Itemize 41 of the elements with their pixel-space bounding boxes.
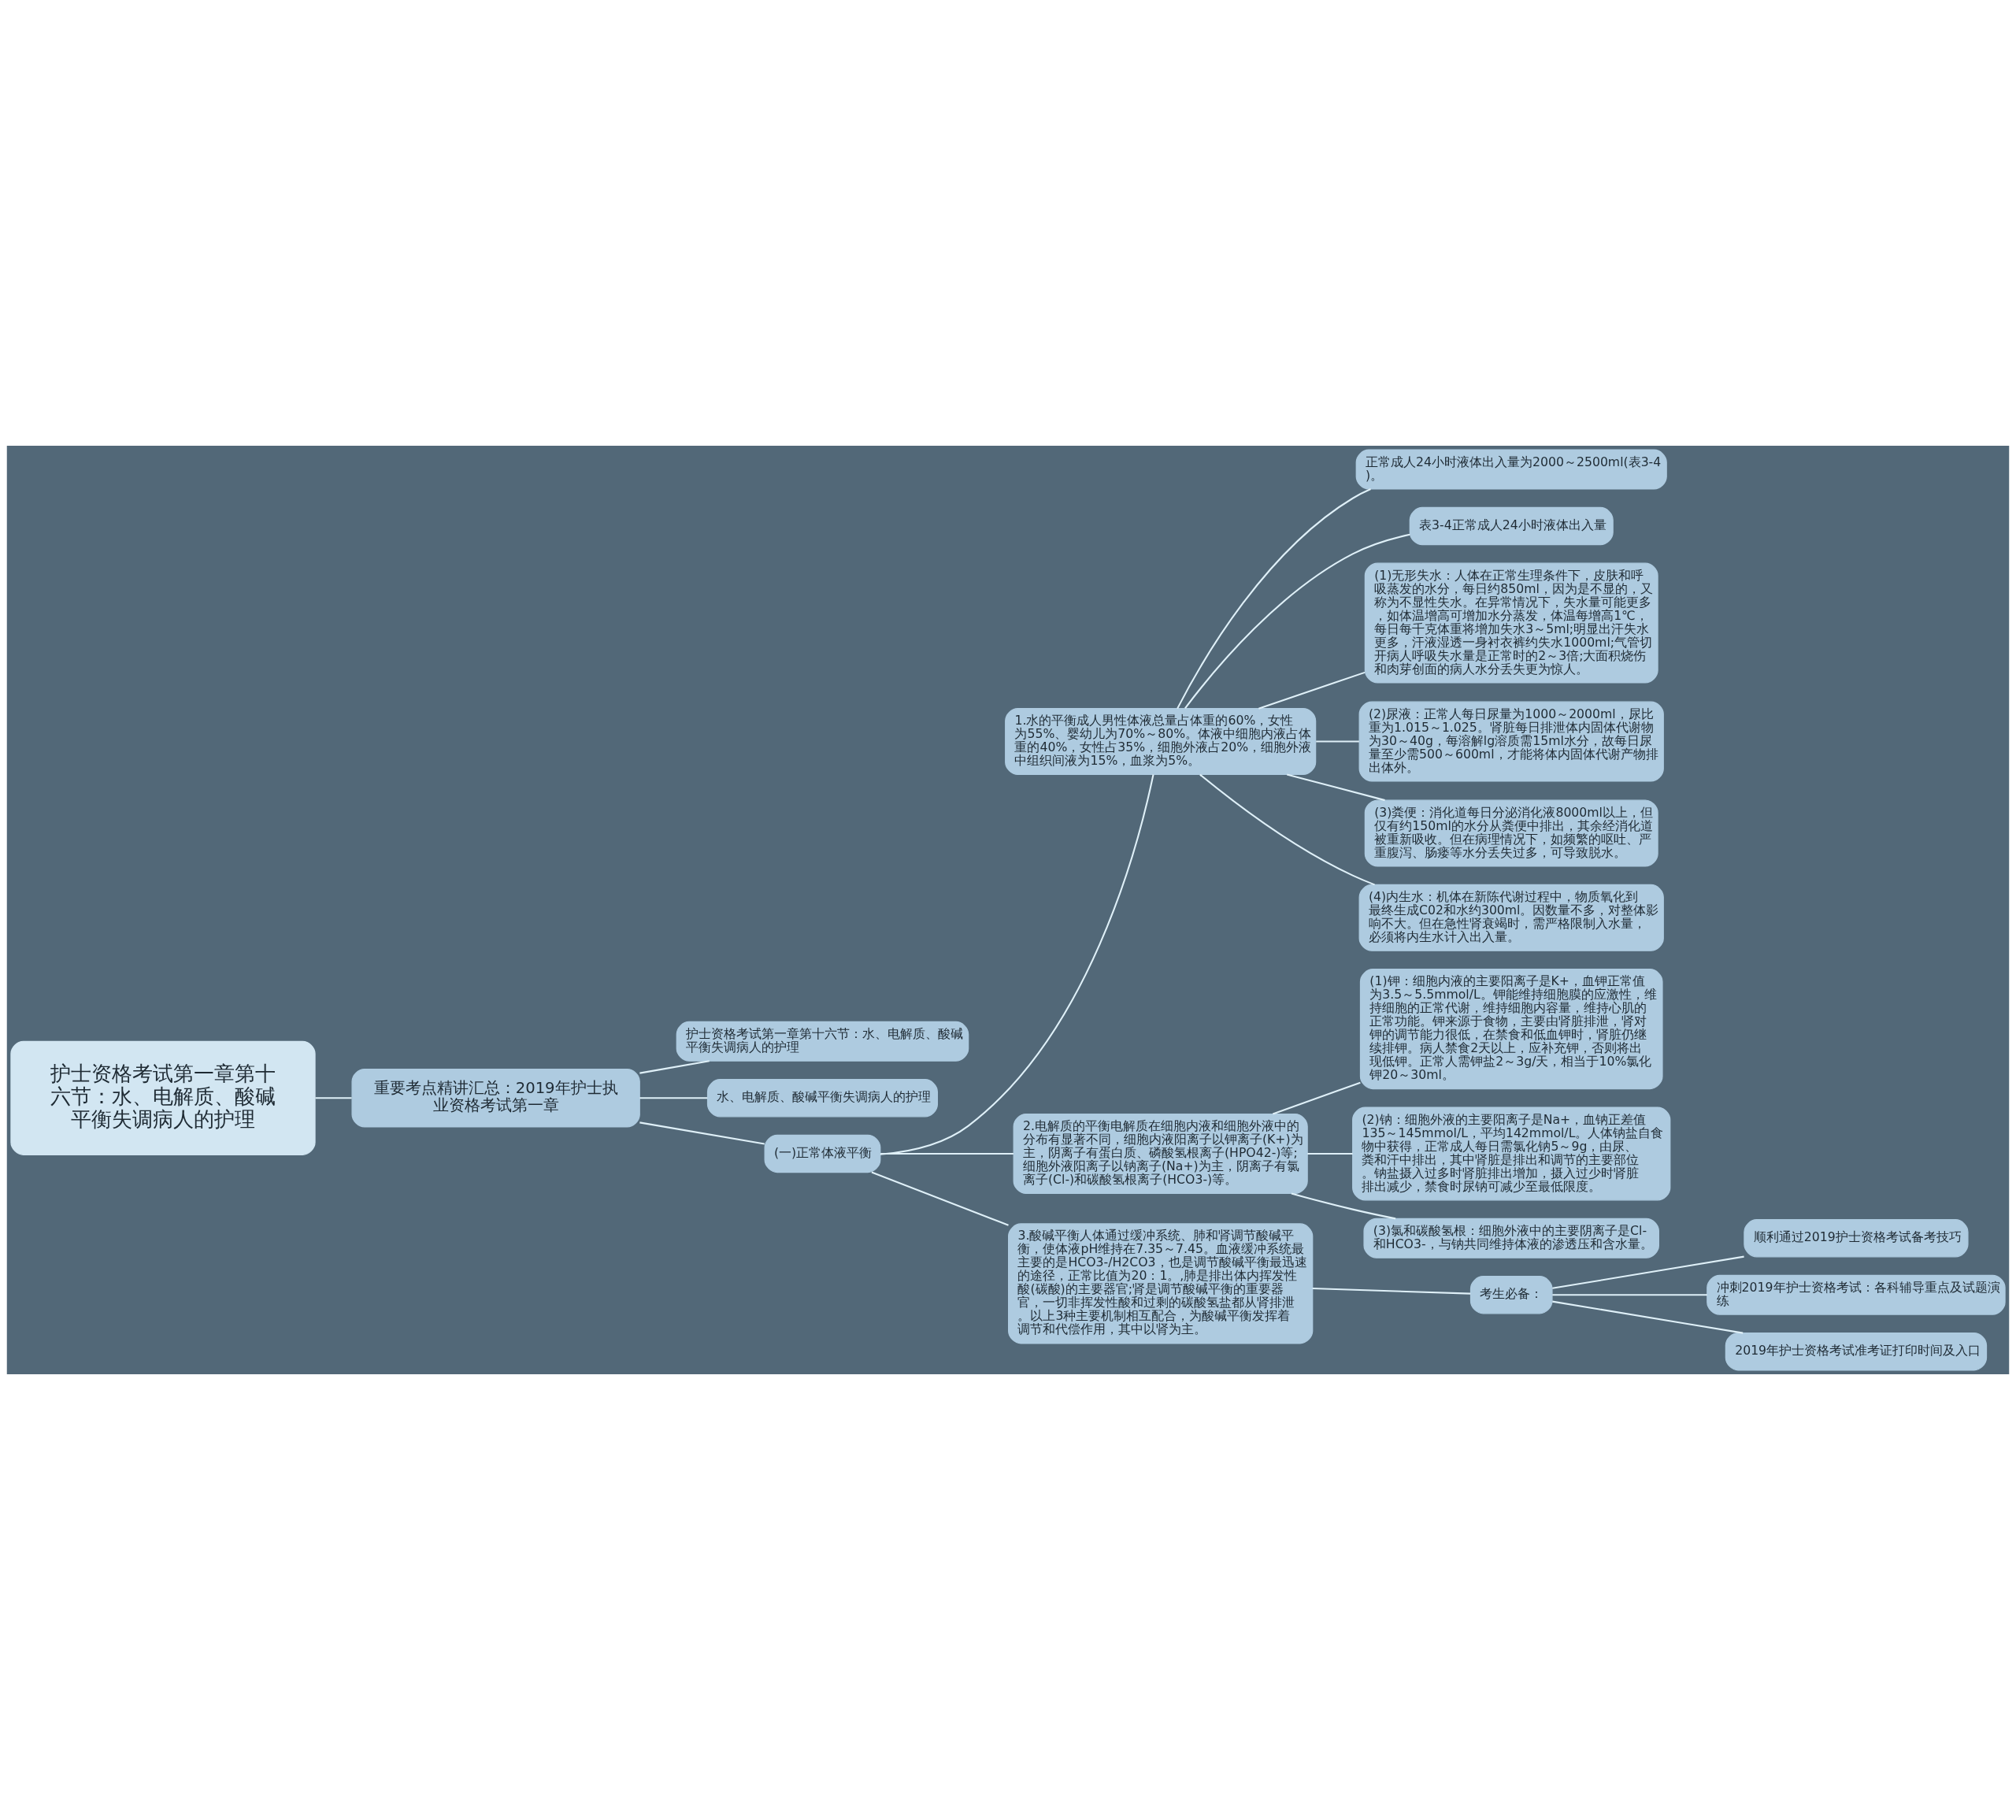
- node-box: 护士资格考试第一章第十六节：水、电解质、酸碱平衡失调病人的护理: [10, 1040, 316, 1155]
- connector: [1184, 533, 1410, 709]
- node-box: 2.电解质的平衡电解质在细胞内液和细胞外液中的分布有显著不同，细胞内液阳离子以钾离子(K+)为主，阴离子有蛋白质、磷酸氢根离子(HPO42-)等;细胞外液阳离子以钠离子(Na+)为主，阴离子有氯离子(Cl-)和碳酸氢根离子(HCO3-)等。: [1013, 1113, 1308, 1194]
- connector: [871, 1171, 1009, 1226]
- connector: [1307, 1152, 1353, 1155]
- node-box: (3)氯和碳酸氢根：细胞外液中的主要阴离子是Cl-和HCO3-，与钠共同维持体液的渗透压和含水量。: [1363, 1218, 1659, 1258]
- connector: [1552, 1300, 1744, 1334]
- node-box: (一)正常体液平衡: [764, 1134, 881, 1173]
- connector: [1273, 1081, 1361, 1115]
- connector: [1287, 773, 1385, 802]
- node-box: 正常成人24小时液体出入量为2000～2500ml(表3-4)。: [1355, 449, 1667, 490]
- connector: [639, 1097, 708, 1099]
- node-box: (1)钾：细胞内液的主要阳离子是K+，血钾正常值为3.5～5.5mmol/L。钾能维持细胞膜的应激性，维持细胞的正常代谢，维持细胞内容量，维持心肌的正常功能。钾来源于食物，主要由肾脏排泄，肾对钾的调节能力很低，在禁食和低血钾时，肾脏仍继续排钾。病人禁食2天以上，应补充钾，否则将出现低钾。正常人需钾盐2～3g/天，相当于10%氯化钾20～30ml。: [1359, 969, 1663, 1090]
- connector: [1552, 1294, 1707, 1296]
- node-box: 顺利通过2019护士资格考试备考技巧: [1744, 1219, 1969, 1258]
- node-box: 水、电解质、酸碱平衡失调病人的护理: [706, 1079, 938, 1118]
- node-box: (2)钠：细胞外液的主要阳离子是Na+，血钠正差值135～145mmol/L，平均142mmol/L。人体钠盐自食物中获得，正常成人每日需氯化钠5～9g，由尿、粪和汗中排出，其中肾脏是排出和调节的主要部位。钠盐摄入过多时肾脏排出增加，摄入过少时肾脏排出减少，禁食时尿钠可减少至最低限度。: [1352, 1106, 1671, 1201]
- node-box: 2019年护士资格考试准考证打印时间及入口: [1725, 1333, 1988, 1371]
- connector: [1258, 671, 1366, 710]
- connector: [1199, 773, 1375, 886]
- node-box: 护士资格考试第一章第十六节：水、电解质、酸碱平衡失调病人的护理: [676, 1021, 969, 1062]
- connector: [1316, 740, 1359, 743]
- connector: [1291, 1192, 1396, 1220]
- connector: [639, 1060, 710, 1074]
- connector: [880, 774, 1154, 1155]
- node-box: 3.酸碱平衡人体通过缓冲系统、肺和肾调节酸碱平衡，使体液pH维持在7.35～7.45。血液缓冲系统最主要的是HCO3-/H2CO3，也是调节酸碱平衡最迅速的途径，正常比值为20：1。,肺是排出体内挥发性酸(碳酸)的主要器官;肾是调节酸碱平衡的重要器官，一切非挥发性酸和过剩的碳酸氢盐都从肾排泄。以上3种主要机制相互配合，为酸碱平衡发挥着调节和代偿作用，其中以肾为主。: [1008, 1223, 1314, 1344]
- node-box: 重要考点精讲汇总：2019年护士执业资格考试第一章: [351, 1069, 640, 1128]
- node-box: (3)粪便：消化道每日分泌消化液8000ml以上，但仅有约150ml的水分从粪便中排出，其余经消化道被重新吸收。但在病理情况下，如频繁的呕吐、严重腹泻、肠瘘等水分丢失过多，可导致脱水。: [1364, 799, 1658, 867]
- node-box: 表3-4正常成人24小时液体出入量: [1409, 506, 1614, 546]
- connector: [1312, 1288, 1471, 1295]
- connector: [880, 1152, 1014, 1155]
- node-box: (4)内生水：机体在新陈代谢过程中，物质氧化到最终生成C02和水约300ml。因数量不多，对整体影响不大。但在急性肾衰竭时，需严格限制入水量，必须将内生水计入出入量。: [1358, 884, 1664, 951]
- connector: [639, 1121, 765, 1145]
- node-box: (2)尿液：正常人每日尿量为1000～2000ml，尿比重为1.015～1.025。肾脏每日排泄体内固体代谢物为30～40g，每溶解lg溶质需15ml水分，故每日尿量至少需500～600ml，才能将体内固体代谢产物排出体外。: [1358, 701, 1664, 782]
- connector: [1552, 1255, 1744, 1289]
- node-box: (1)无形失水：人体在正常生理条件下，皮肤和呼吸蒸发的水分，每日约850ml，因为是不显的，又称为不显性失水。在异常情况下，失水量可能更多，如体温增高可增加水分蒸发，体温每增高1℃，每日每千克体重将增加失水3～5ml;明显出汗失水更多，汗液湿透一身衬衣裤约失水1000ml;气管切开病人呼吸失水量是正常时的2～3倍;大面积烧伤和肉芽创面的病人水分丢失更为惊人。: [1364, 562, 1658, 684]
- connector: [1177, 488, 1371, 710]
- connector: [315, 1097, 352, 1099]
- node-box: 1.水的平衡成人男性体液总量占体重的60%，女性为55%、婴幼儿为70%～80%。体液中细胞内液占体重的40%，女性占35%，细胞外液占20%，细胞外液中组织间液为15%，血浆为5%。: [1005, 708, 1317, 776]
- node-box: 冲刺2019年护士资格考试：各科辅导重点及试题演练: [1707, 1274, 2006, 1315]
- node-box: 考生必备：: [1469, 1276, 1553, 1314]
